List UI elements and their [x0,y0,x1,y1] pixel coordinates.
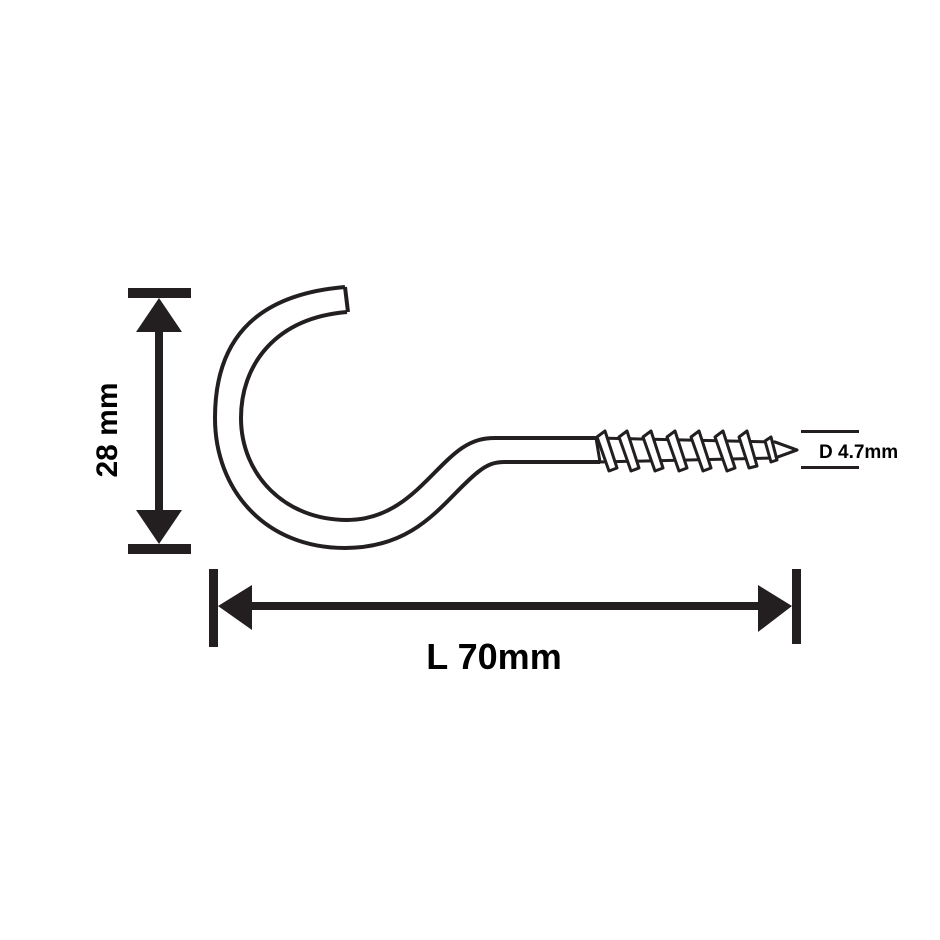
diameter-top-line [801,430,859,433]
arrow-down-icon [136,510,182,544]
height-dimension-line [155,320,163,520]
hook-body [213,285,600,550]
height-top-tick [128,288,191,298]
arrow-left-icon [218,585,252,630]
length-label: L 70mm [426,636,561,677]
height-bottom-tick [128,544,191,554]
screw-thread [594,429,799,473]
arrow-right-icon [758,585,792,632]
length-dimension-line [245,602,765,610]
length-left-tick [209,569,218,647]
height-dimension [128,288,191,554]
diameter-label: D 4.7mm [819,442,898,463]
length-dimension [209,569,801,647]
arrow-up-icon [136,298,182,332]
height-label: 28 mm [91,382,124,477]
diameter-bottom-line [801,466,859,469]
diameter-dimension [801,430,859,469]
length-right-tick [792,569,801,644]
